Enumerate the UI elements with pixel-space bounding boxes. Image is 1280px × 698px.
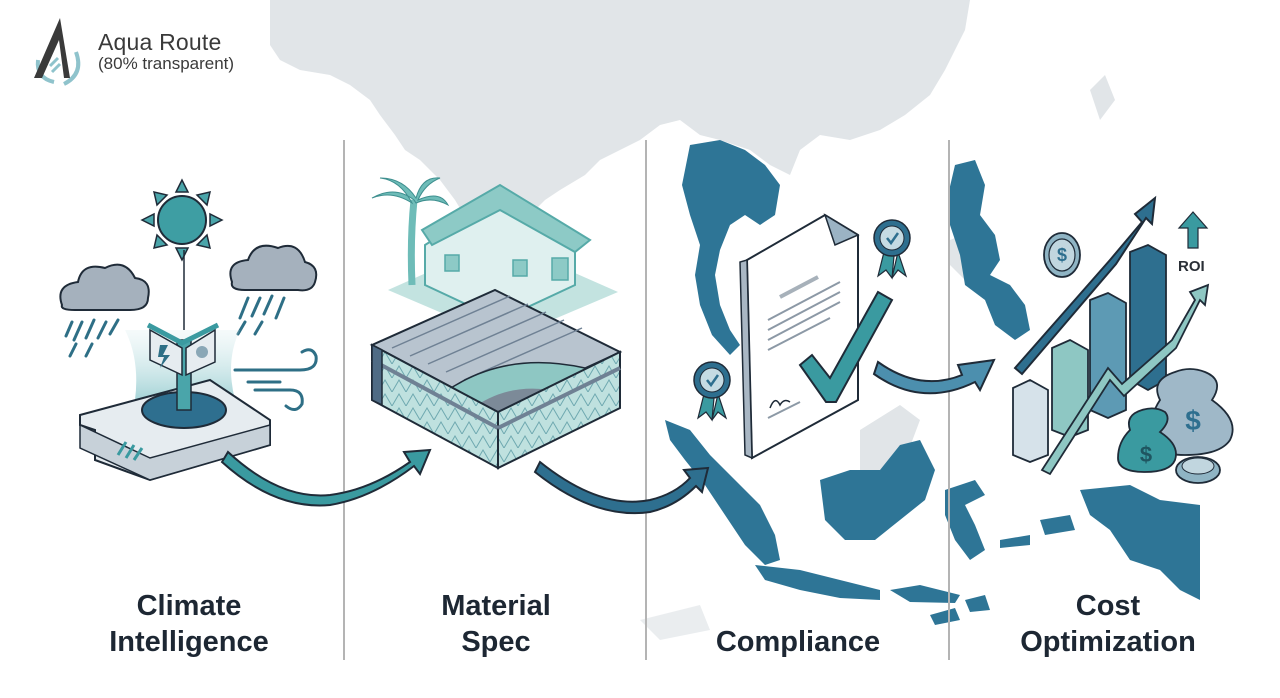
stage-label-compliance: Compliance bbox=[715, 626, 881, 658]
growth-chart-icon: $ $ $ bbox=[1012, 195, 1234, 484]
weather-station-icon bbox=[59, 178, 318, 482]
stage-label-cost-optimization: Cost Optimization bbox=[1020, 590, 1196, 658]
svg-text:$: $ bbox=[1185, 405, 1201, 436]
svg-text:$: $ bbox=[1057, 245, 1067, 265]
aqua-route-logo-icon bbox=[34, 18, 81, 86]
stage-label-material-spec: Material Spec bbox=[441, 590, 551, 658]
stage-divider bbox=[948, 140, 950, 660]
logo-subtitle: (80% transparent) bbox=[98, 54, 235, 74]
stage-divider bbox=[645, 140, 647, 660]
roi-label: ROI bbox=[1178, 258, 1205, 275]
logo: Aqua Route (80% transparent) bbox=[28, 16, 234, 88]
flow-arrow-1 bbox=[220, 448, 432, 507]
logo-title: Aqua Route bbox=[98, 29, 222, 55]
flow-arrow-2 bbox=[533, 460, 710, 515]
stage-divider bbox=[343, 140, 345, 660]
certified-document-icon bbox=[693, 213, 911, 460]
roof-panel-icon bbox=[369, 177, 623, 470]
stage-label-climate-intelligence: Climate Intelligence bbox=[109, 590, 269, 658]
svg-text:$: $ bbox=[1140, 442, 1152, 467]
flow-arrow-3 bbox=[872, 358, 996, 395]
